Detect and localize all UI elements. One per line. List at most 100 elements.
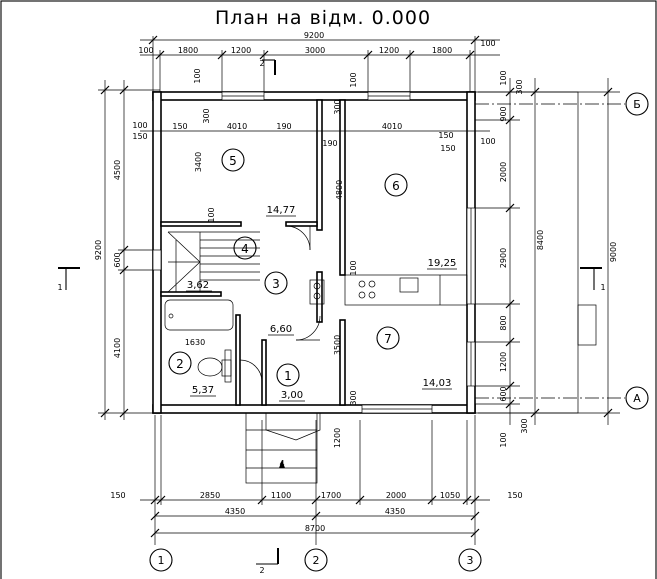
exterior-walls [152,91,476,414]
room-6: 6 19,25 [384,173,457,270]
dim-right-seg-6: 600 [499,386,508,401]
dim-right-bottom-offset-2: 300 [520,418,529,433]
dim-top-left-offset: 100 [138,46,153,55]
dim-left-door: 600 [113,252,122,267]
axis-label-3: 3 [467,554,474,567]
room-7-area: 14,03 [423,378,452,389]
dim-int-3: 150 [172,122,187,131]
dim-right-offset-1: 100 [499,70,508,85]
dim-int-8: 100 [480,137,495,146]
room-2-number: 2 [176,357,184,371]
dim-int-10: 190 [322,139,337,148]
axis-horizontal-2: 2 [304,548,328,572]
dim-right-offset-2: 300 [515,79,524,94]
dim-int-2: 150 [132,132,147,141]
axis-label-b: Б [633,98,641,111]
dim-bottom-half-2: 4350 [385,507,405,516]
top-dimension-chain: 9200 100 100 1800 1200 3000 1200 1800 [138,31,500,92]
room-1: 1 3,00 [276,363,305,402]
dim-int-v100c: 100 [193,68,202,83]
stairs [167,231,260,293]
room-4: 4 3,62 [186,236,257,292]
dim-left-upper: 4500 [113,160,122,180]
dim-int-v300b: 300 [333,99,342,114]
room-7: 7 14,03 [376,326,452,390]
dim-bottom-half-1: 4350 [225,507,245,516]
axis-label-a: А [633,392,641,405]
kitchen-counter [344,274,468,306]
dim-right-seg-1: 900 [499,106,508,121]
section-mark-left-label: 1 [57,283,62,292]
room-5-area: 14,77 [267,205,296,216]
room-7-number: 7 [384,332,392,346]
dim-int-v4800: 4800 [335,180,344,200]
dim-int-v100a: 100 [207,207,216,222]
room-1-area: 3,00 [281,390,303,401]
entrance-porch [245,412,318,484]
dim-bottom-2: 2850 [200,491,220,500]
room-3-area: 6,60 [270,324,292,335]
dim-bottom-5: 2000 [386,491,406,500]
dim-right-seg-2: 2000 [499,162,508,182]
interior-walls [160,99,346,406]
room-1-number: 1 [284,369,292,383]
dim-int-v300c: 300 [349,390,358,405]
dim-int-v3500: 3500 [333,335,342,355]
section-mark-top-label: 2 [259,59,264,68]
dim-top-seg-2: 1200 [231,46,251,55]
dim-bottom-1: 150 [110,491,125,500]
axis-vertical-b: Б [475,92,649,116]
section-mark-right: 1 [580,267,606,292]
dim-top-seg-5: 1800 [432,46,452,55]
dim-int-4: 4010 [227,122,247,131]
room-4-area: 3,62 [187,280,209,291]
dim-right-bottom-offset-1: 100 [499,432,508,447]
section-mark-bottom: 2 [256,548,279,575]
dim-top-seg-1: 1800 [178,46,198,55]
axis-label-2: 2 [313,554,320,567]
terrace-outline [478,91,597,414]
section-mark-right-label: 1 [600,283,605,292]
interior-dimensions: 100 150 150 4010 190 4010 150 100 150 19… [132,68,495,448]
axis-horizontal-3: 3 [458,548,482,572]
porch-stair-mark: 4 [279,459,284,468]
room-6-number: 6 [392,179,400,193]
section-mark-left: 1 [57,267,80,292]
room-6-area: 19,25 [428,258,457,269]
dim-bottom-7: 150 [507,491,522,500]
room-2-area: 5,37 [192,385,214,396]
dim-int-1: 100 [132,121,147,130]
axis-horizontal-1: 1 [149,548,173,572]
plan-title: План на відм. 0.000 [215,7,431,29]
left-dimension-chain: 9200 4500 4100 600 [94,80,160,420]
room-3-number: 3 [272,277,280,291]
dim-int-9: 150 [440,144,455,153]
dim-top-seg-4: 1200 [379,46,399,55]
dim-left-overall: 9200 [94,240,103,260]
section-mark-top: 2 [259,59,276,75]
dim-int-v1200: 1200 [333,428,342,448]
room-4-number: 4 [241,242,249,256]
dim-int-v3400: 3400 [194,152,203,172]
dim-right-inner: 8400 [536,230,545,250]
dim-bottom-4: 1700 [321,491,341,500]
door-swings [239,225,321,441]
room-5: 5 14,77 [221,148,296,217]
dim-bottom-6: 1050 [440,491,460,500]
right-dimension-chain: 100 300 900 2000 2900 800 1200 600 8400 … [475,70,620,448]
dim-bottom-overall: 8700 [305,524,325,533]
dim-int-5: 190 [276,122,291,131]
dim-int-7: 150 [438,131,453,140]
dim-int-6: 4010 [382,122,402,131]
dim-right-seg-3: 2900 [499,248,508,268]
bottom-dimension-chain: 150 2850 1100 1700 2000 1050 150 4350 43… [110,415,523,545]
dim-int-h1630: 1630 [185,338,205,347]
axis-label-1: 1 [158,554,165,567]
dim-top-overall: 9200 [304,31,324,40]
dim-bottom-3: 1100 [271,491,291,500]
dim-int-v300a: 300 [202,108,211,123]
dim-int-v100d: 100 [349,72,358,87]
dim-right-seg-4: 800 [499,315,508,330]
